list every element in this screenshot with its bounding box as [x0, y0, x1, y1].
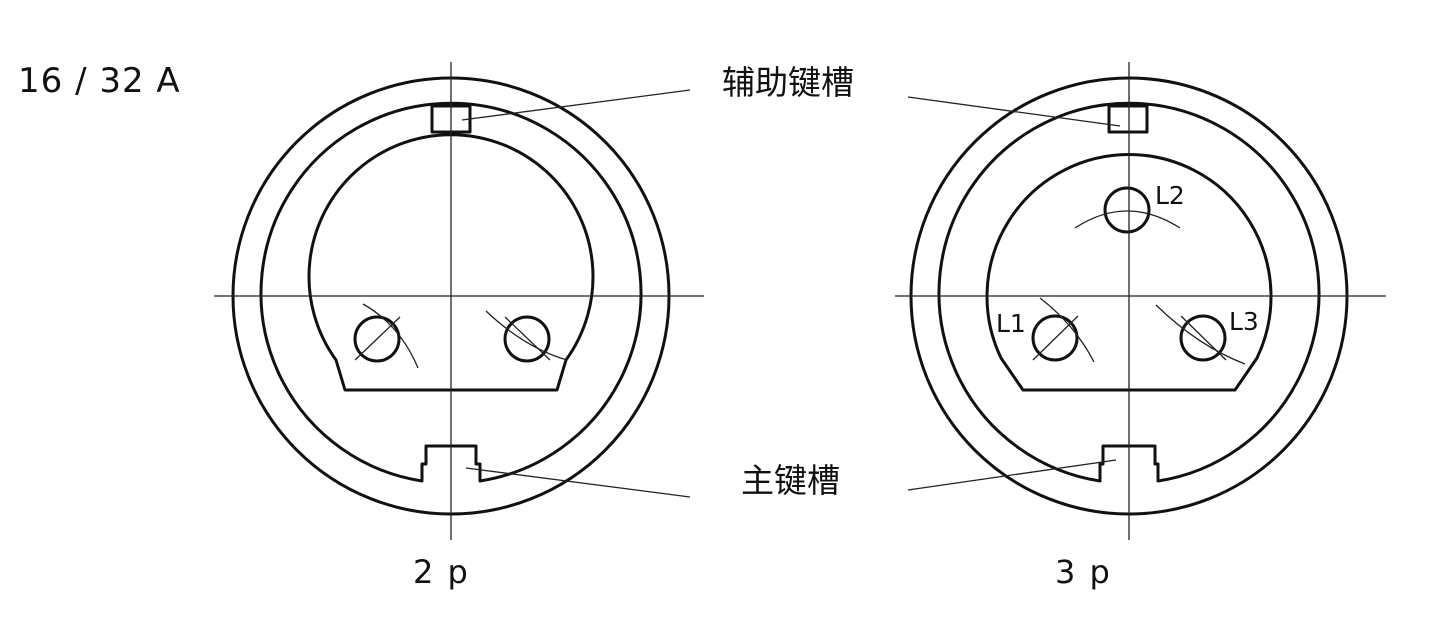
rating-label: 16 / 32 A — [18, 61, 181, 101]
pin-L2 — [1103, 186, 1151, 234]
insert-face-2p — [307, 133, 595, 392]
keyed-ring-3p — [937, 101, 1321, 483]
pin-label-L2: L2 — [1155, 181, 1185, 210]
leader-lines — [461, 89, 1121, 498]
aux-keyway-3p — [1107, 104, 1149, 134]
pin-2p-left — [353, 315, 401, 363]
pin-mark-2p-right-a — [504, 316, 551, 361]
insert-face-3p — [985, 153, 1273, 392]
caption-3p: 3 p — [1055, 553, 1112, 591]
pin-mark-2p-left-b — [362, 303, 419, 369]
socket-2p — [214, 62, 704, 540]
socket-3p: L2 L1 L3 — [895, 62, 1386, 540]
caption-2p: 2 p — [413, 553, 470, 591]
pin-label-L1: L1 — [996, 309, 1026, 338]
pin-2p-right — [503, 315, 551, 363]
pin-mark-L3-b — [1155, 304, 1246, 365]
pin-L3 — [1179, 314, 1227, 362]
pin-label-L3: L3 — [1229, 307, 1259, 336]
main-key-leader-2p — [465, 467, 691, 498]
aux-key-leader-3p — [907, 96, 1121, 127]
main-key-leader-3p — [907, 459, 1117, 491]
pin-mark-L1-a — [1032, 315, 1079, 361]
pin-mark-L1-b — [1039, 297, 1095, 363]
aux-keyway-label: 辅助键槽 — [722, 63, 854, 102]
main-keyway-label: 主键槽 — [741, 461, 840, 500]
keyed-ring-2p — [259, 101, 643, 483]
aux-key-leader-2p — [461, 89, 691, 121]
pin-mark-2p-left-a — [354, 316, 401, 361]
pin-mark-L3-a — [1180, 315, 1227, 361]
pin-mark-2p-right-b — [485, 310, 568, 361]
pin-mark-L2 — [1074, 210, 1181, 229]
pin-L1 — [1031, 314, 1079, 362]
